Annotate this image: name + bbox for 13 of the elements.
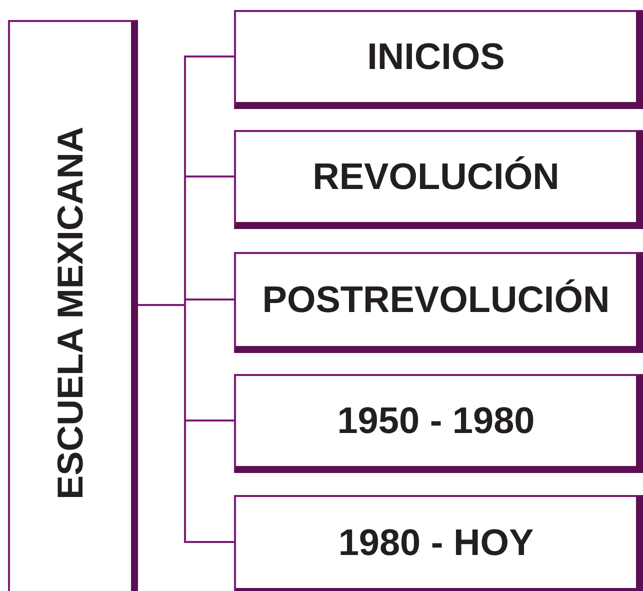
stage-box [234,252,643,353]
stage-box [234,495,643,591]
box-label: REVOLUCIÓN [312,156,560,198]
stage-box [234,374,643,473]
stage-box [234,130,643,229]
title-box [8,20,138,591]
box-label: 1950 - 1980 [337,400,535,442]
connector-line [138,304,234,543]
stage-box [234,10,643,109]
box-label: INICIOS [367,36,505,78]
box-label: ESCUELA MEXICANA [50,126,92,499]
box-label: POSTREVOLUCIÓN [262,279,610,321]
box-label: 1980 - HOY [338,522,534,564]
